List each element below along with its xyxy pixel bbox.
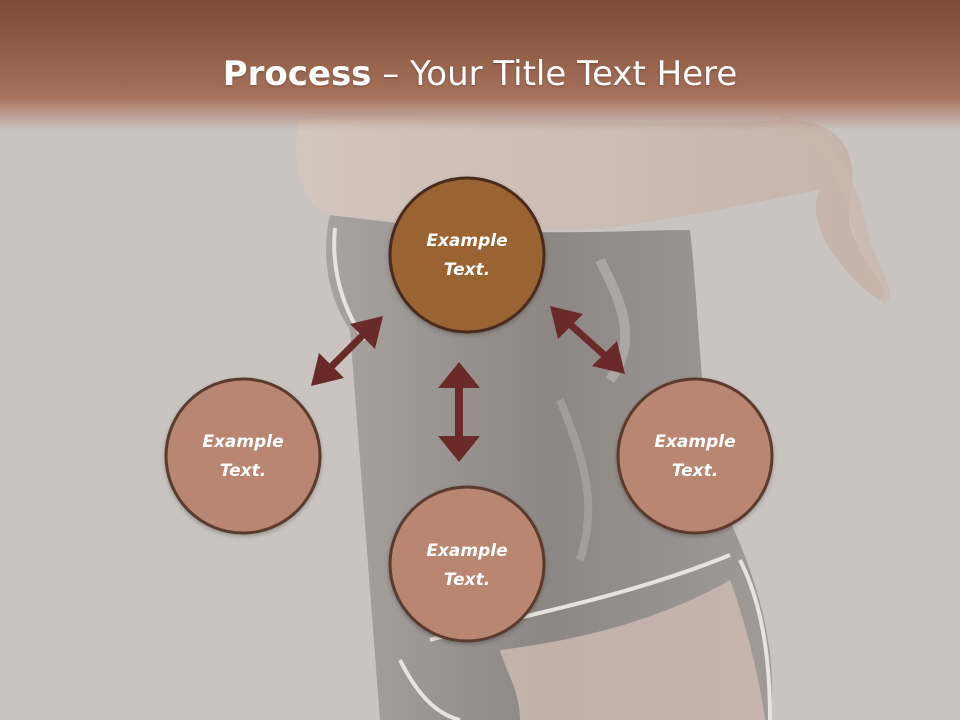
title-bar — [0, 0, 960, 130]
title-rest: – Your Title Text Here — [371, 54, 738, 94]
node-top: Example Text. — [388, 176, 546, 334]
arrow-top-right — [550, 306, 625, 374]
node-bottom-line1: Example — [426, 541, 507, 561]
node-top-circle — [388, 176, 546, 334]
node-right: Example Text. — [616, 377, 774, 535]
node-left-circle — [164, 377, 322, 535]
node-bottom-line2: Text. — [444, 570, 490, 590]
title-bold: Process — [222, 54, 372, 94]
node-right-circle — [616, 377, 774, 535]
node-left-line1: Example — [202, 432, 283, 452]
node-bottom: Example Text. — [388, 485, 546, 643]
node-top-line2: Text. — [444, 260, 490, 280]
node-right-line1: Example — [654, 432, 735, 452]
node-left-line2: Text. — [220, 461, 266, 481]
arrow-center-vertical — [438, 362, 480, 462]
node-right-line2: Text. — [672, 461, 718, 481]
node-left: Example Text. — [164, 377, 322, 535]
slide-title: Process – Your Title Text Here — [0, 52, 960, 96]
node-top-line1: Example — [426, 231, 507, 251]
node-bottom-circle — [388, 485, 546, 643]
arrow-left-top — [311, 316, 383, 386]
